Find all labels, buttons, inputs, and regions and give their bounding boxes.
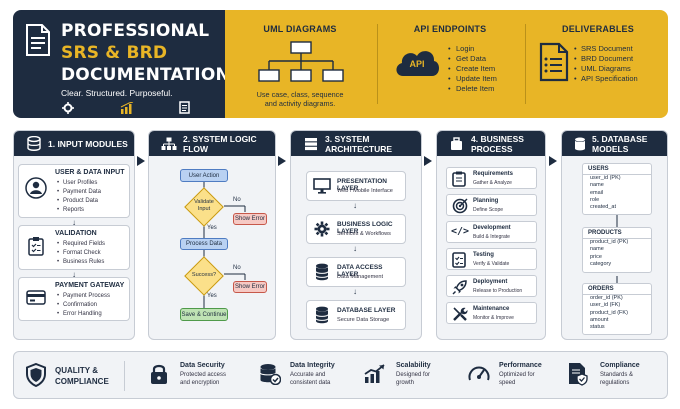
system-logic-flow-title: 2. SYSTEM LOGIC FLOW (183, 133, 257, 154)
server-icon (305, 138, 317, 151)
header-info-panel: UML DIAGRAMS Use case, class, sequence a… (225, 10, 668, 118)
business-process-panel: 4. BUSINESS PROCESS Requirements Gather … (436, 130, 546, 340)
database-models-panel: 5. DATABASE MODELS USERS user_id (PK) na… (561, 130, 668, 340)
show-error-node: Show Error (233, 281, 267, 293)
presentation-layer: PRESENTATION LAYER Web / Mobile Interfac… (306, 171, 406, 201)
credit-card-icon (26, 290, 46, 305)
uml-diagram-icon (258, 41, 344, 82)
success-decision: Success? (184, 256, 224, 296)
system-logic-flow-panel: 2. SYSTEM LOGIC FLOW User Action Validat… (148, 130, 276, 340)
business-logic-layer: BUSINESS LOGIC LAYER Services & Workflow… (306, 214, 406, 244)
api-endpoint: Create Item (456, 64, 496, 73)
deliverable-item: API Specification (581, 74, 638, 83)
api-endpoint-list: Login Get Data Create Item Update Item D… (456, 44, 497, 94)
flow-arrow (424, 156, 432, 166)
quality-compliance-footer: QUALITY & COMPLIANCE Data Security Prote… (13, 351, 668, 399)
divider (377, 24, 378, 104)
business-process-title: 4. BUSINESS PROCESS (471, 133, 524, 154)
checklist-icon (452, 252, 466, 268)
quality-title: QUALITY & COMPLIANCE (55, 366, 109, 386)
user-data-input-card: USER & DATA INPUT User Profiles Payment … (18, 164, 130, 218)
flow-arrow (549, 156, 557, 166)
validation-card: VALIDATION Required Fields Format Check … (18, 225, 130, 270)
growth-chart-icon (364, 364, 385, 383)
flow-arrow (137, 156, 145, 166)
table-relations (616, 213, 618, 283)
products-table: PRODUCTS product_id (PK) name price cate… (582, 227, 652, 273)
document-shield-icon (569, 363, 588, 386)
process-step-testing: Testing Verify & Validate (446, 248, 537, 270)
document-icon (26, 24, 50, 56)
api-cloud-label: API (409, 59, 425, 69)
input-modules-title: 1. INPUT MODULES (48, 138, 128, 149)
process-step-maintenance: Maintenance Monitor & Improve (446, 302, 537, 324)
process-step-requirements: Requirements Gather & Analyze (446, 167, 537, 189)
show-error-node: Show Error (233, 213, 267, 225)
chart-icon (120, 102, 134, 114)
deliverable-item: UML Diagrams (581, 64, 631, 73)
orders-table: ORDERS order_id (PK) user_id (FK) produc… (582, 283, 652, 335)
divider (124, 361, 125, 391)
process-data-node: Process Data (180, 238, 228, 250)
save-continue-node: Save & Continue (180, 308, 228, 321)
clipboard-check-icon (28, 237, 44, 256)
database-icon (575, 137, 585, 151)
tagline: Clear. Structured. Purposeful. (61, 88, 173, 98)
deliverables-list: SRS Document BRD Document UML Diagrams A… (581, 44, 638, 84)
lock-icon (151, 364, 167, 384)
divider (525, 24, 526, 104)
users-table: USERS user_id (PK) name email role creat… (582, 163, 652, 215)
code-icon: </> (451, 226, 470, 237)
database-icon (315, 263, 329, 281)
gear-icon (62, 102, 74, 114)
process-step-deployment: Deployment Release to Production (446, 275, 537, 297)
system-architecture-panel: 3. SYSTEM ARCHITECTURE PRESENTATION LAYE… (290, 130, 422, 340)
monitor-icon (313, 178, 331, 194)
process-step-planning: Planning Define Scope (446, 194, 537, 216)
api-heading: API ENDPOINTS (413, 24, 487, 34)
payment-gateway-card: PAYMENT GATEWAY Payment Process Confirma… (18, 277, 130, 321)
deliverable-item: BRD Document (581, 54, 634, 63)
database-layer: DATABASE LAYER Secure Data Storage (306, 300, 406, 330)
system-architecture-title: 3. SYSTEM ARCHITECTURE (325, 133, 393, 154)
database-icon (27, 136, 41, 151)
uml-caption: Use case, class, sequence and activity d… (256, 90, 344, 108)
speedometer-icon (468, 366, 490, 381)
user-action-node: User Action (180, 169, 228, 182)
file-icon (179, 101, 190, 114)
process-step-development: </> Development Build & Integrate (446, 221, 537, 243)
api-endpoint: Login (456, 44, 475, 53)
cloud-icon (396, 51, 440, 76)
uml-heading: UML DIAGRAMS (263, 24, 337, 34)
page-title: PROFESSIONAL SRS & BRD DOCUMENTATION (61, 21, 230, 85)
target-icon (452, 198, 468, 214)
header-title-panel: PROFESSIONAL SRS & BRD DOCUMENTATION Cle… (13, 10, 230, 118)
rocket-icon (452, 280, 467, 295)
clipboard-icon (452, 171, 466, 187)
flow-arrow (278, 156, 286, 166)
user-icon (25, 177, 47, 199)
flowchart-icon (161, 137, 177, 150)
deliverables-heading: DELIVERABLES (562, 24, 634, 34)
deliverable-item: SRS Document (581, 44, 633, 53)
shield-icon (26, 363, 46, 387)
document-icon (539, 42, 569, 82)
database-icon (315, 306, 329, 324)
database-models-title: 5. DATABASE MODELS (592, 133, 648, 154)
wrench-icon (453, 307, 468, 321)
gear-icon (314, 221, 330, 237)
api-endpoint: Update Item (456, 74, 497, 83)
briefcase-icon (451, 137, 462, 150)
input-modules-panel: 1. INPUT MODULES USER & DATA INPUT User … (13, 130, 135, 340)
data-access-layer: DATA ACCESS LAYER Data Management (306, 257, 406, 287)
input-modules-header: 1. INPUT MODULES (14, 131, 134, 156)
api-endpoint: Get Data (456, 54, 487, 63)
api-endpoint: Delete Item (456, 84, 495, 93)
database-check-icon (260, 364, 281, 385)
